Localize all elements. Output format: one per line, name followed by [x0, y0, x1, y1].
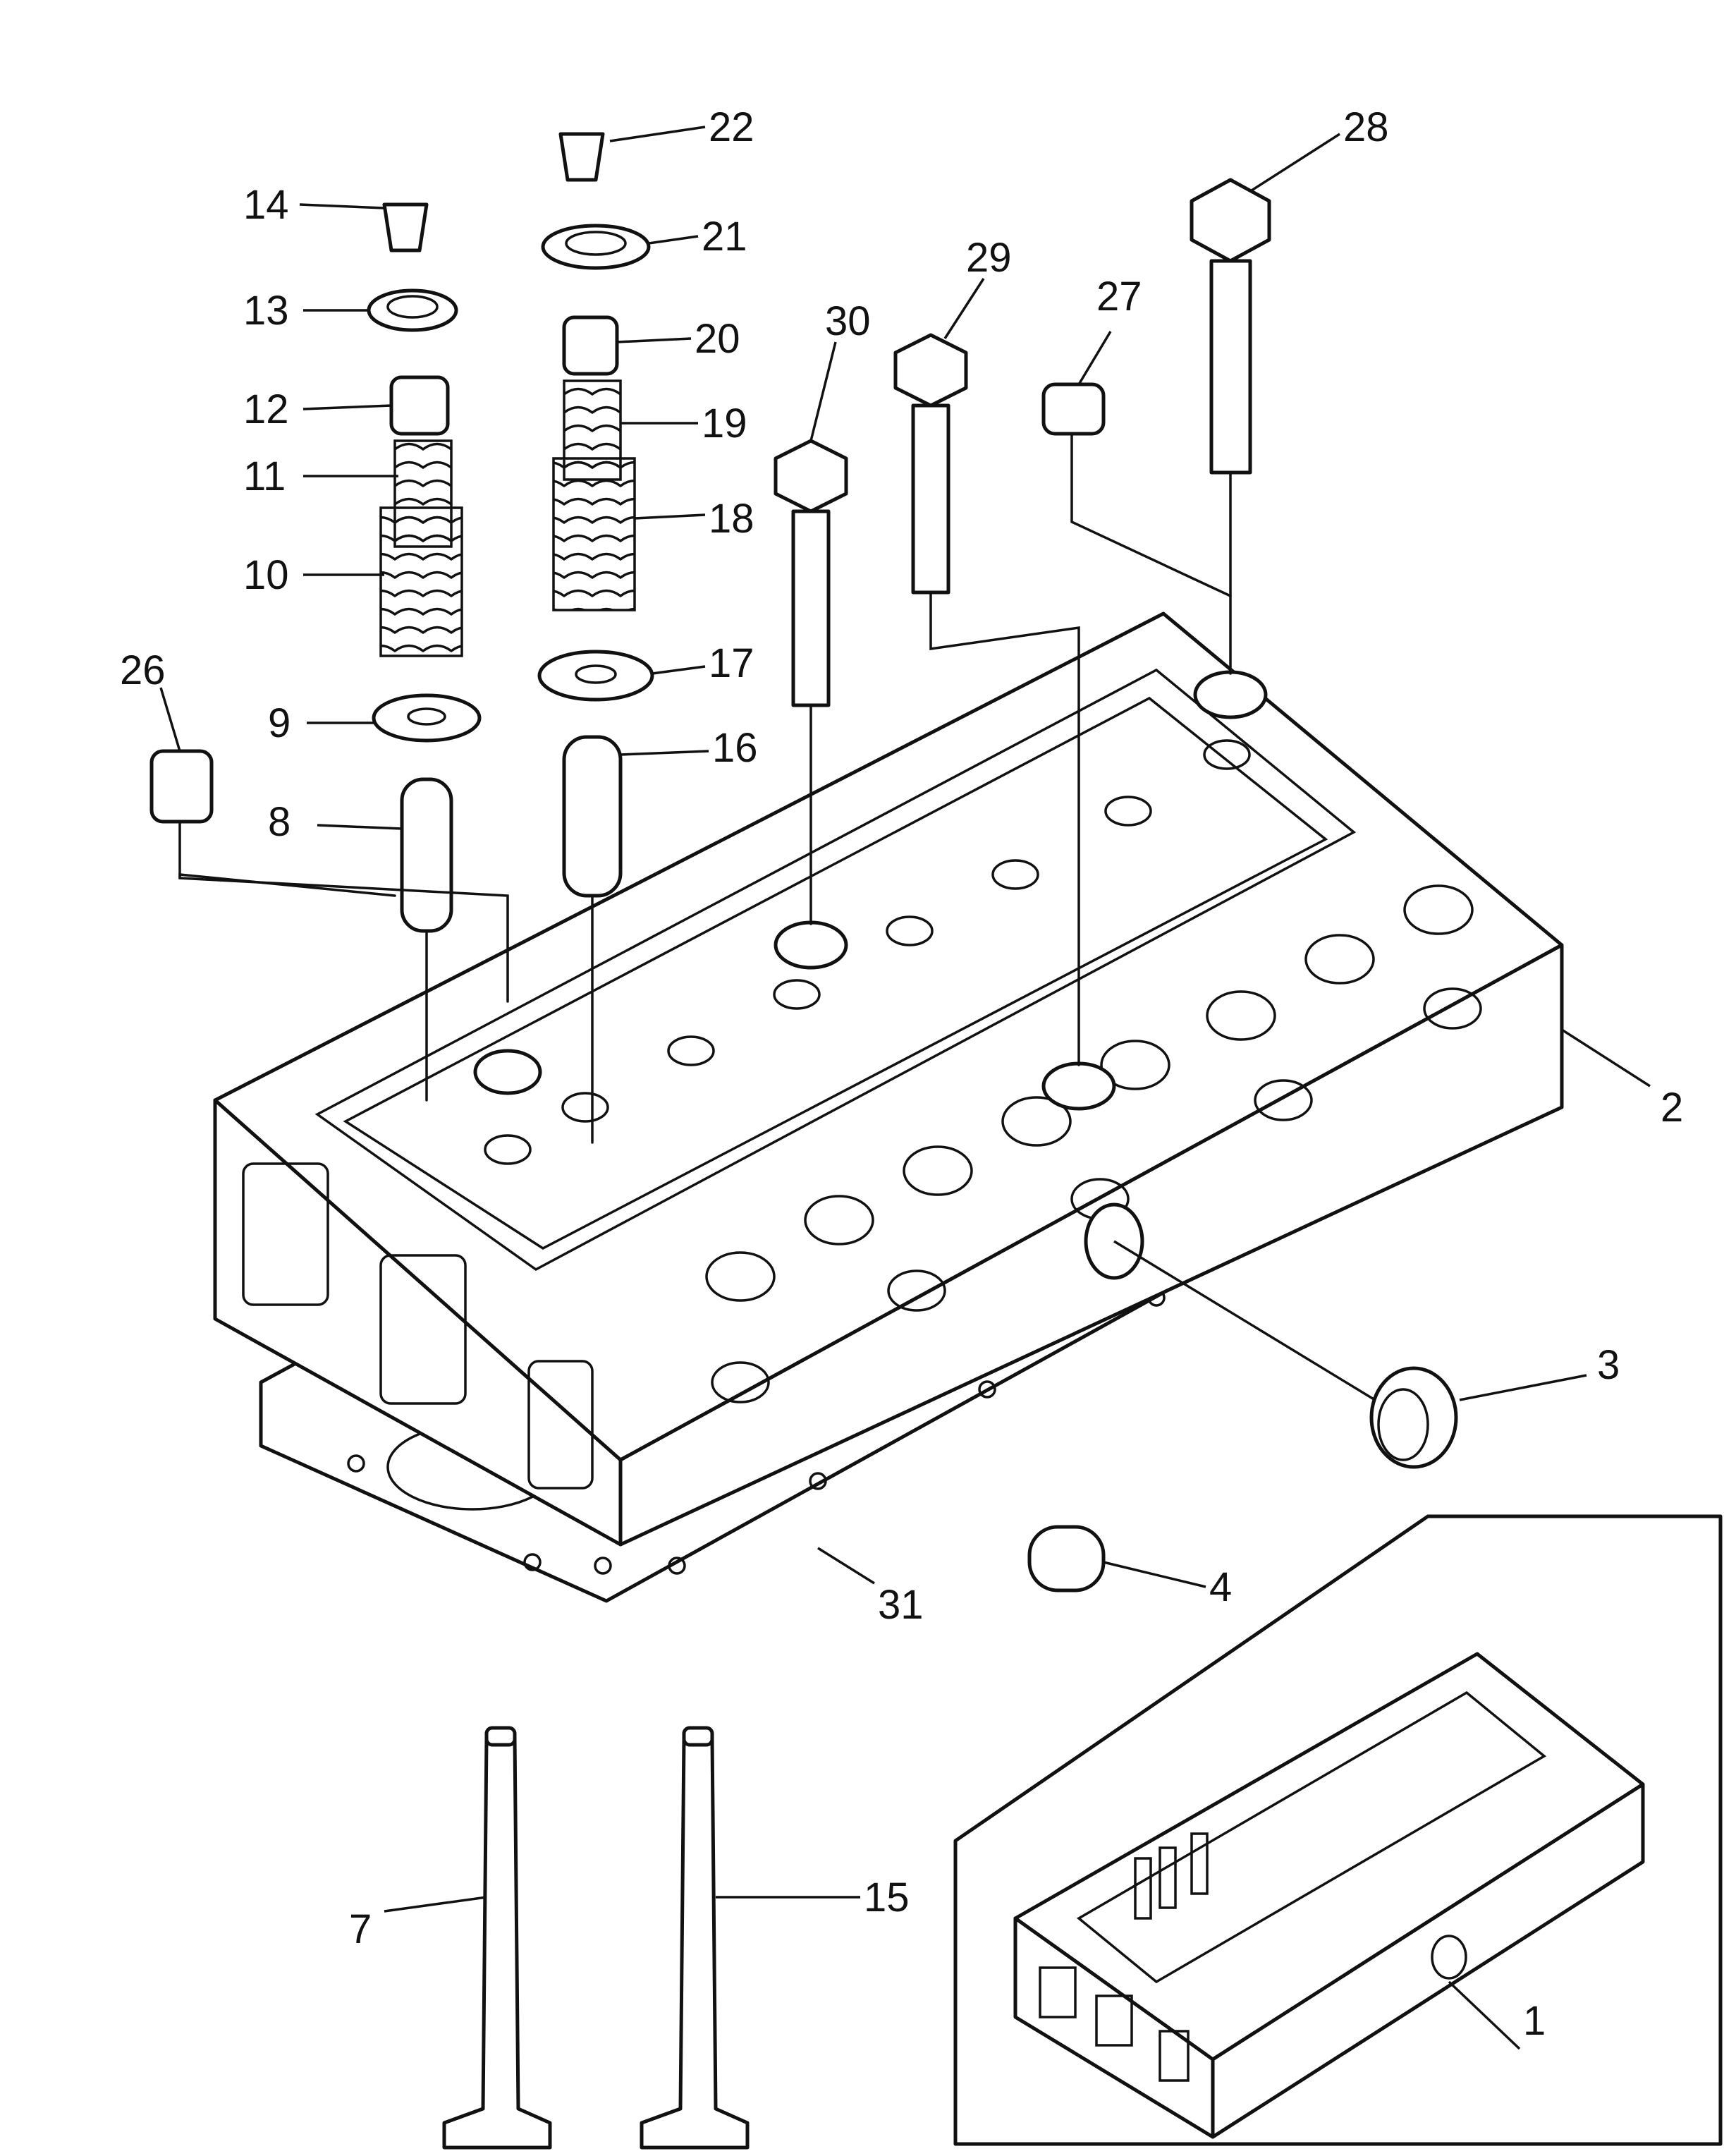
retainer-13 — [367, 288, 458, 332]
callout-12: 12 — [243, 386, 289, 432]
callout-29: 29 — [966, 235, 1012, 281]
callout-10: 10 — [243, 552, 289, 598]
callout-4: 4 — [1209, 1564, 1232, 1610]
cap-4 — [1027, 1525, 1106, 1592]
callout-17: 17 — [709, 640, 754, 686]
plug-26 — [149, 749, 509, 1003]
intake-valve — [442, 1726, 552, 2150]
outer-spring-10 — [379, 506, 463, 657]
bolt-30 — [774, 439, 848, 925]
callout-16: 16 — [712, 725, 758, 771]
cap-12 — [389, 375, 450, 436]
washer-9 — [372, 693, 482, 743]
callout-2: 2 — [1661, 1085, 1683, 1131]
callout-9: 9 — [268, 700, 291, 746]
callout-20: 20 — [695, 316, 740, 362]
cap-20 — [562, 315, 619, 376]
callout-labels: 1 2 3 4 7 8 9 10 11 12 13 14 15 16 17 18… — [120, 104, 1683, 2044]
callout-3: 3 — [1597, 1342, 1620, 1388]
bolt-29 — [893, 333, 1080, 1066]
valve-pockets — [484, 739, 1251, 1165]
outer-spring-18 — [552, 457, 636, 611]
collet-22 — [558, 132, 605, 182]
callout-26: 26 — [120, 647, 166, 693]
plug-3 — [1369, 1366, 1458, 1469]
bolt-28 — [1190, 178, 1271, 675]
side-bosses — [705, 884, 1482, 1403]
cylinder-head — [213, 611, 1564, 1547]
callout-11: 11 — [243, 453, 286, 499]
collet-14 — [382, 202, 429, 252]
callout-30: 30 — [825, 298, 871, 344]
callout-18: 18 — [709, 496, 754, 542]
guide-16 — [562, 735, 623, 1144]
plug-27 — [1041, 382, 1232, 597]
callout-15: 15 — [864, 1875, 910, 1920]
exhaust-valve — [640, 1726, 750, 2150]
inset-view — [953, 1514, 1723, 2146]
callout-1: 1 — [1523, 1998, 1546, 2044]
retainer-21 — [541, 224, 651, 270]
callout-8: 8 — [268, 799, 291, 845]
callout-31: 31 — [878, 1582, 924, 1628]
callout-7: 7 — [349, 1906, 372, 1952]
callout-27: 27 — [1096, 274, 1142, 319]
callout-28: 28 — [1343, 104, 1389, 150]
callout-22: 22 — [709, 104, 754, 150]
callout-21: 21 — [702, 214, 747, 260]
callout-13: 13 — [243, 288, 289, 334]
washer-17 — [537, 650, 654, 702]
callout-14: 14 — [243, 182, 289, 228]
leader-lines — [159, 126, 1651, 2050]
callout-19: 19 — [702, 401, 747, 446]
